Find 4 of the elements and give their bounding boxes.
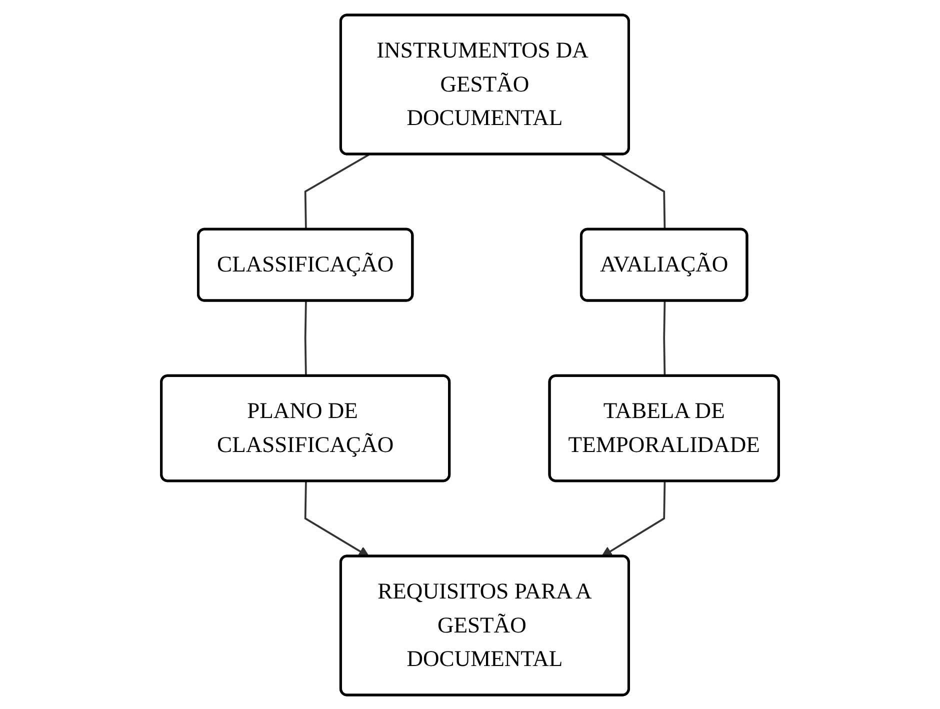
- connector: [601, 153, 666, 230]
- connector: [304, 153, 370, 230]
- connector: [304, 300, 307, 376]
- connector: [663, 300, 666, 376]
